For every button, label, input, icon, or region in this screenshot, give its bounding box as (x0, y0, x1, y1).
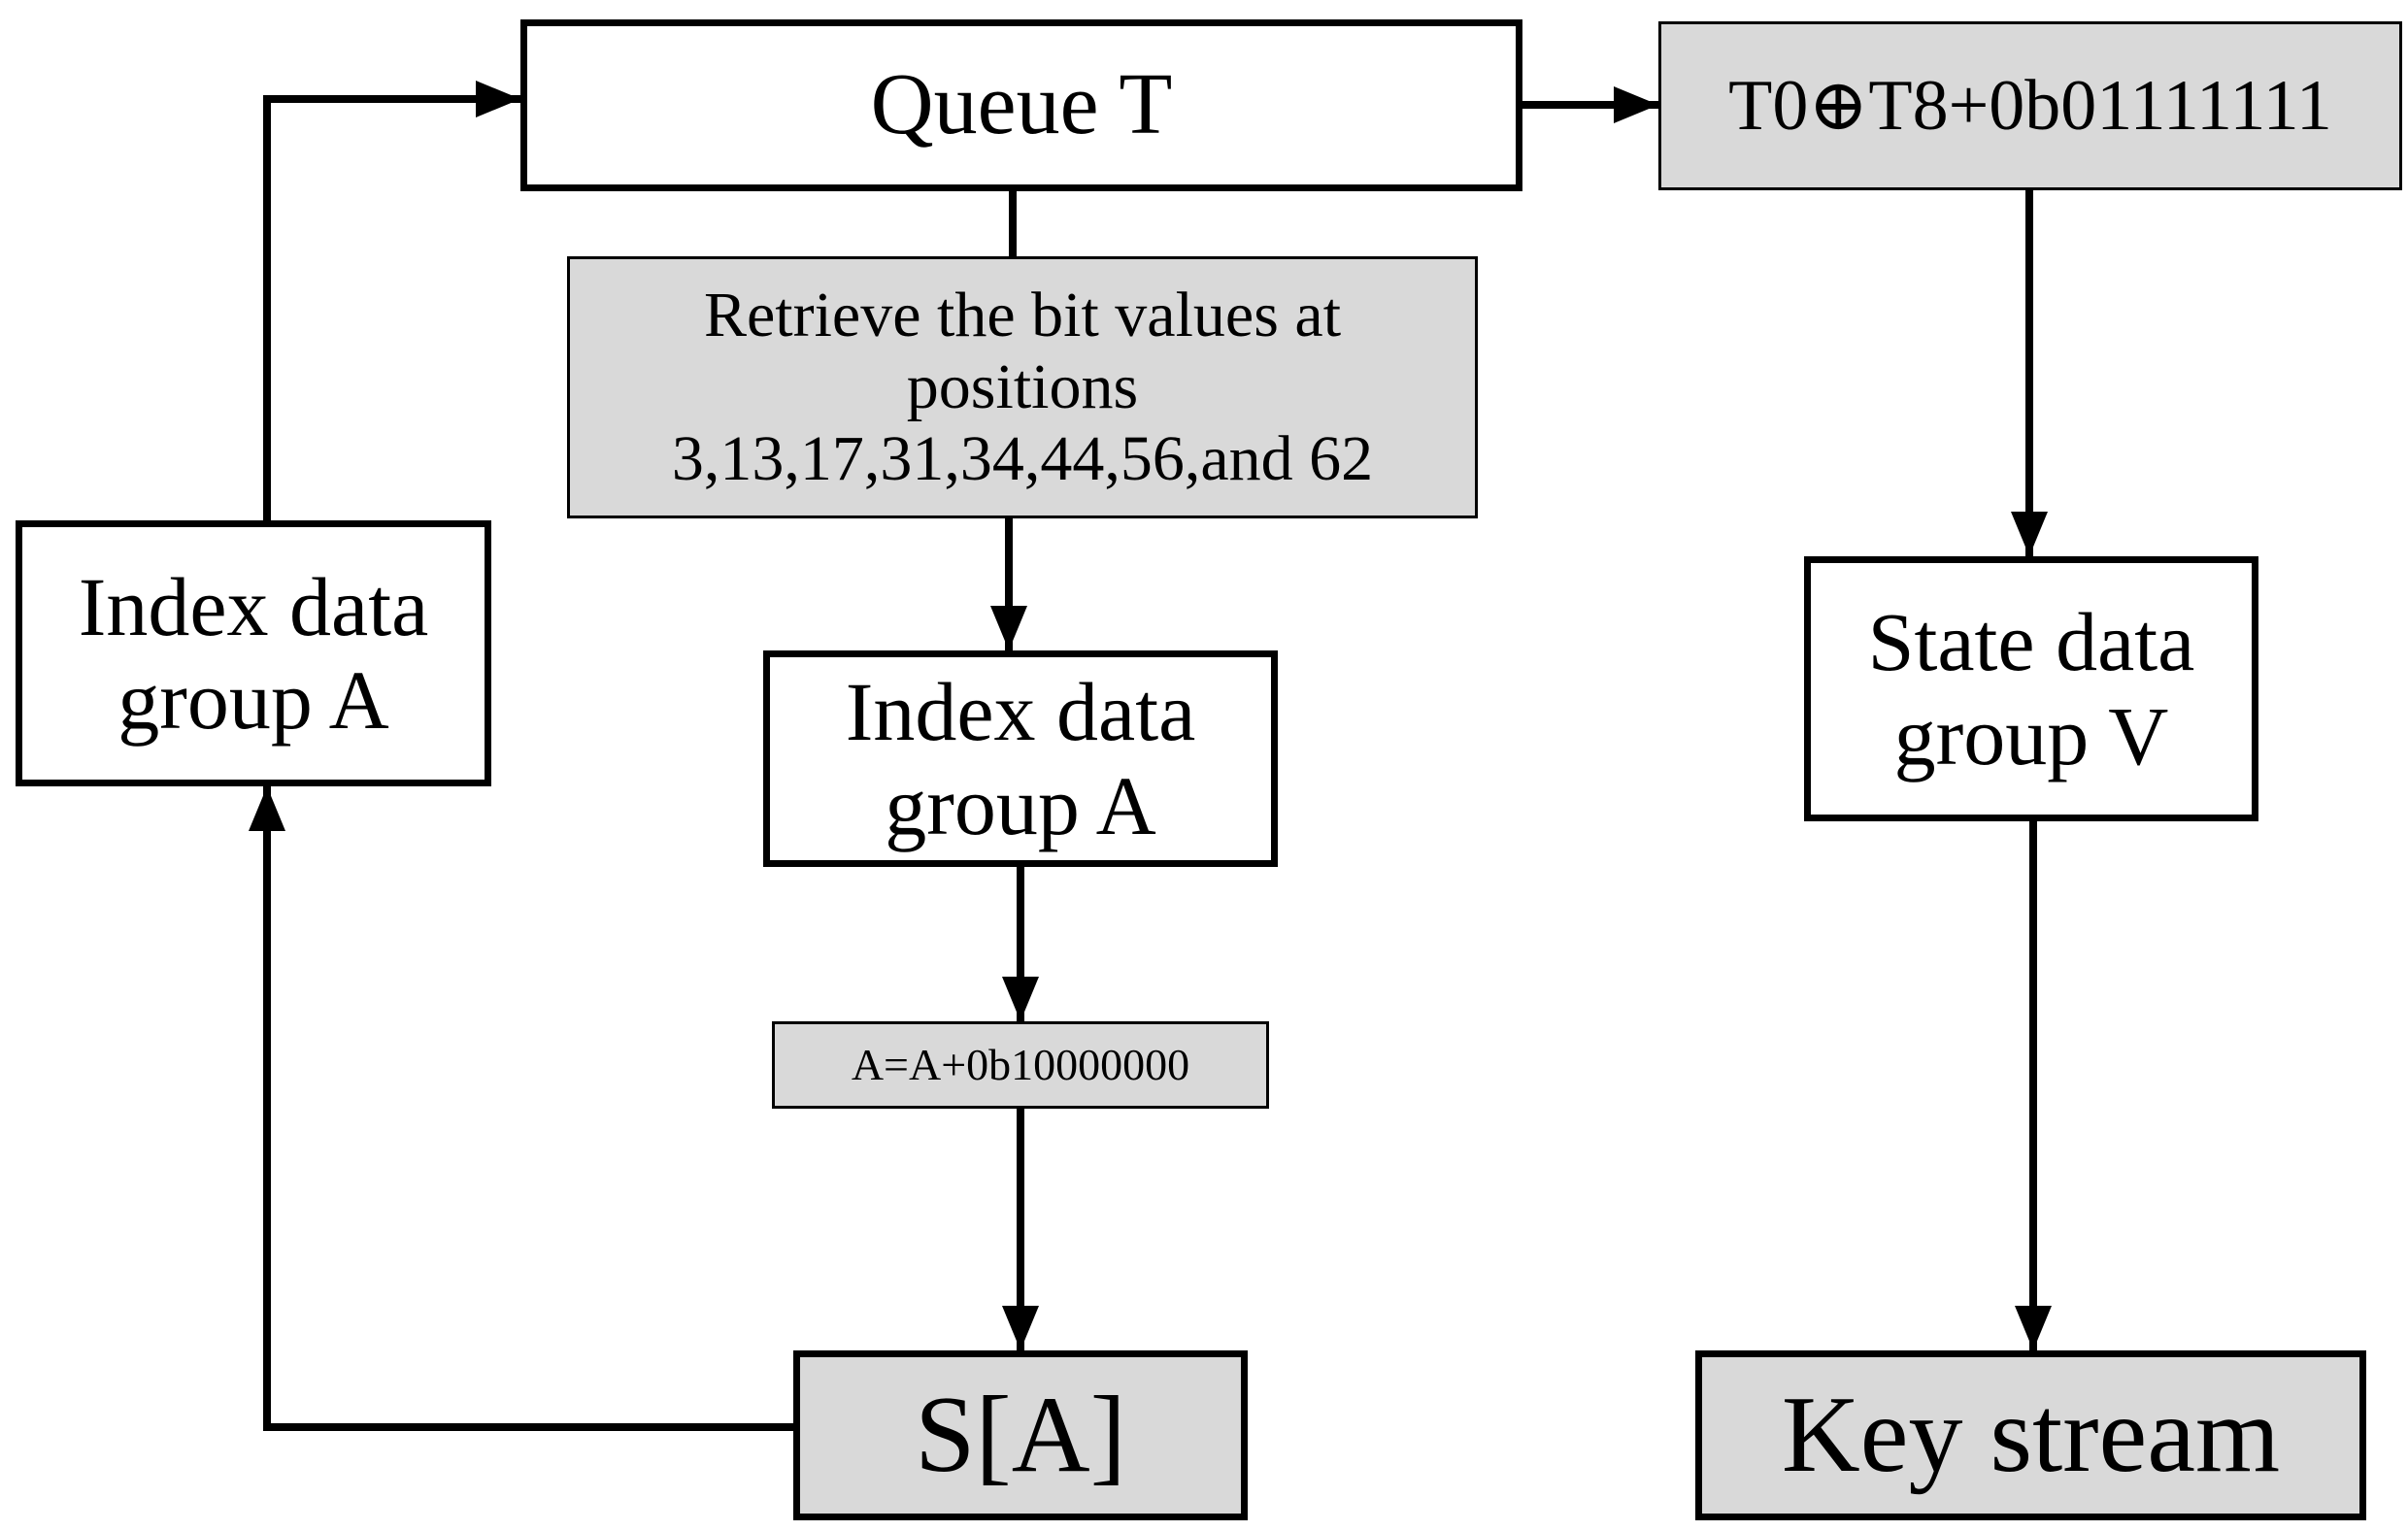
s-box-label: S[A] (915, 1374, 1126, 1495)
index-left-line-2: group A (117, 653, 389, 747)
index-left-line-1: Index data (78, 559, 429, 653)
index-data-group-a-left-box: Index data group A (16, 520, 491, 786)
index-update-box: A=A+0b10000000 (772, 1021, 1269, 1109)
retrieve-line-2: positions (906, 351, 1139, 423)
key-stream-box: Key stream (1695, 1350, 2366, 1520)
arrow-index-to-queue (263, 81, 520, 520)
queue-t-label: Queue T (870, 56, 1173, 153)
state-data-group-v-box: State data group V (1804, 556, 2258, 821)
retrieve-line-3: 3,13,17,31,34,44,56,and 62 (671, 422, 1374, 494)
retrieve-line-1: Retrieve the bit values at (703, 280, 1342, 351)
xor-operation-label: T0⊕T8+0b01111111 (1728, 65, 2332, 146)
key-stream-label: Key stream (1781, 1374, 2281, 1495)
state-line-2: group V (1893, 688, 2169, 782)
index-mid-line-2: group A (885, 758, 1156, 852)
queue-t-box: Queue T (520, 19, 1522, 191)
index-mid-line-1: Index data (845, 665, 1196, 759)
arrow-sbox-to-index (249, 786, 793, 1431)
index-update-label: A=A+0b10000000 (851, 1040, 1190, 1090)
s-box-lookup-box: S[A] (793, 1350, 1248, 1520)
index-data-group-a-middle-box: Index data group A (763, 650, 1278, 867)
retrieve-bits-box: Retrieve the bit values at positions 3,1… (567, 256, 1478, 518)
state-line-1: State data (1867, 595, 2195, 689)
xor-operation-box: T0⊕T8+0b01111111 (1658, 21, 2402, 190)
